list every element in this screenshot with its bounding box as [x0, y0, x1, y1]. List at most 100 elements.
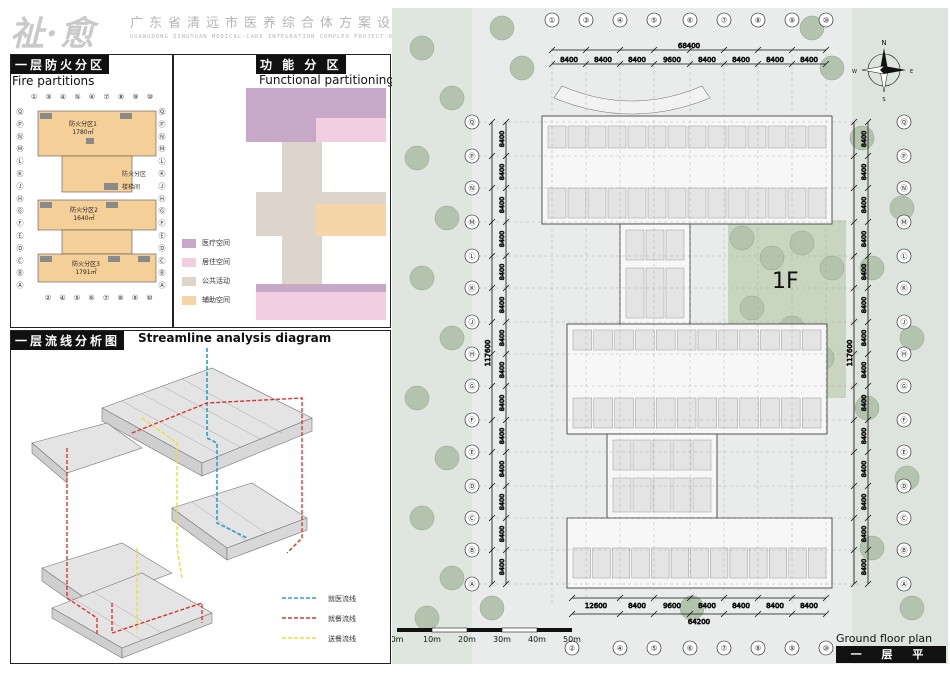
right-dim-label: 8400 — [860, 559, 868, 576]
dim-tick — [650, 60, 658, 68]
fp-bottom-axis-label: ⑥ — [88, 294, 94, 302]
func-public-stem2 — [282, 236, 322, 284]
func-medical-bottom-edge — [256, 284, 386, 292]
scale-label: 40m — [528, 635, 546, 644]
dim-tick — [850, 514, 858, 522]
svg-text:①: ① — [549, 17, 555, 25]
left-axis-bubble: Ⓗ — [464, 346, 480, 362]
left-dim-label: 8400 — [498, 494, 506, 511]
right-axis-bubble: Ⓗ — [896, 346, 912, 362]
tree-icon — [789, 230, 815, 256]
room-cell — [802, 329, 822, 351]
top-axis-bubble: ④ — [612, 12, 628, 28]
room-cell — [567, 187, 587, 219]
dim-tick — [502, 284, 510, 292]
room-cell — [635, 329, 655, 351]
fp-right-axis-label: Ⓜ — [159, 145, 166, 153]
left-axis-bubble: Ⓖ — [464, 378, 480, 394]
right-axis-bubble: Ⓟ — [896, 148, 912, 164]
stair-shape — [138, 256, 150, 262]
fp-right-axis-label: Ⓚ — [159, 170, 166, 178]
right-dim-label: 8400 — [860, 264, 868, 281]
top-dim-label: 9600 — [663, 56, 681, 64]
bottom-axis-bubble: ⑩ — [818, 640, 834, 656]
dim-tick — [864, 252, 872, 260]
left-dim-label: 8400 — [498, 131, 506, 148]
room-cell — [707, 125, 727, 149]
fp-right-axis-label: Ⓕ — [159, 220, 166, 228]
bottom-dim-label: 8400 — [766, 602, 784, 610]
fire-zone-2-mid-shape — [37, 199, 157, 231]
fire-zone-1-name: 防火分区1 — [69, 120, 97, 128]
svg-text:Ⓕ: Ⓕ — [469, 417, 476, 425]
tree-icon — [819, 55, 845, 81]
room-cell — [767, 187, 787, 219]
bottom-dim-label: 12600 — [585, 602, 607, 610]
right-dim-label: 8400 — [860, 526, 868, 543]
left-axis-bubble: Ⓑ — [464, 542, 480, 558]
room-cell — [670, 547, 689, 579]
dim-tick — [754, 46, 762, 54]
room-cell — [631, 547, 650, 579]
header — [0, 0, 385, 52]
bottom-axis-bubble: ⑤ — [646, 640, 662, 656]
dim-tick — [864, 482, 872, 490]
left-dim-label: 8400 — [498, 330, 506, 347]
dim-tick — [864, 546, 872, 554]
dim-tick — [850, 382, 858, 390]
bottom-axis-bubble: ⑦ — [716, 640, 732, 656]
room-cell — [572, 547, 591, 579]
dim-tick — [822, 46, 830, 54]
right-axis-bubble: Ⓕ — [896, 412, 912, 428]
room-cell — [769, 547, 788, 579]
room-cell — [718, 329, 738, 351]
room-cell — [632, 477, 652, 513]
fp-right-axis-label: Ⓟ — [159, 120, 166, 128]
fp-right-axis-label: Ⓐ — [159, 282, 166, 290]
tree-icon — [409, 265, 435, 291]
tree-icon — [899, 595, 925, 621]
svg-text:Ⓕ: Ⓕ — [901, 417, 908, 425]
functional-title-cn: 功 能 分 区 — [256, 55, 346, 74]
bottom-axis-bubble: ④ — [612, 640, 628, 656]
room-cell — [788, 547, 807, 579]
dim-tick — [502, 416, 510, 424]
streamline-diagram: 就医流线 就餐流线 送餐流线 — [31, 348, 356, 659]
room-cell — [572, 397, 592, 429]
project-brand: 祉·愈 — [10, 14, 96, 54]
svg-text:Ⓙ: Ⓙ — [469, 319, 476, 327]
fp-left-axis-label: Ⓐ — [17, 282, 24, 290]
project-title-cn: 广东省清远市医养综合体方案设计 — [130, 16, 416, 31]
dim-tick — [488, 152, 496, 160]
fp-left-axis-label: Ⓕ — [17, 220, 24, 228]
left-dim-label: 8400 — [498, 231, 506, 248]
legend-swatch-fire-zone — [104, 170, 118, 177]
tree-icon — [404, 145, 430, 171]
dining-flow-line-2 — [131, 397, 303, 554]
legend-fire-zone-label: 防火分区 — [122, 170, 146, 178]
left-total-dim: 117600 — [484, 340, 492, 367]
ground-floor-title-en: Ground floor plan — [836, 632, 933, 645]
room-cell — [760, 329, 780, 351]
fp-left-axis-label: Ⓒ — [17, 257, 24, 265]
fp-left-axis-label: Ⓓ — [17, 244, 24, 252]
dim-tick — [788, 60, 796, 68]
tree-icon — [509, 55, 535, 81]
dim-tick — [864, 118, 872, 126]
room-cell — [677, 329, 697, 351]
tree-icon — [439, 565, 465, 591]
streamline-panel — [10, 330, 391, 664]
svg-text:E: E — [910, 69, 913, 75]
room-cell — [614, 329, 634, 351]
room-cell — [592, 547, 611, 579]
fp-top-axis-label: ⑧ — [118, 93, 124, 101]
dim-tick — [864, 184, 872, 192]
fp-bottom-axis-label: ② — [45, 294, 51, 302]
bottom-dim-label: 9600 — [663, 602, 681, 610]
fp-right-axis-label: Ⓓ — [159, 244, 166, 252]
room-cell — [587, 187, 607, 219]
svg-text:Ⓗ: Ⓗ — [469, 351, 476, 359]
fp-right-axis-label: Ⓒ — [159, 257, 166, 265]
